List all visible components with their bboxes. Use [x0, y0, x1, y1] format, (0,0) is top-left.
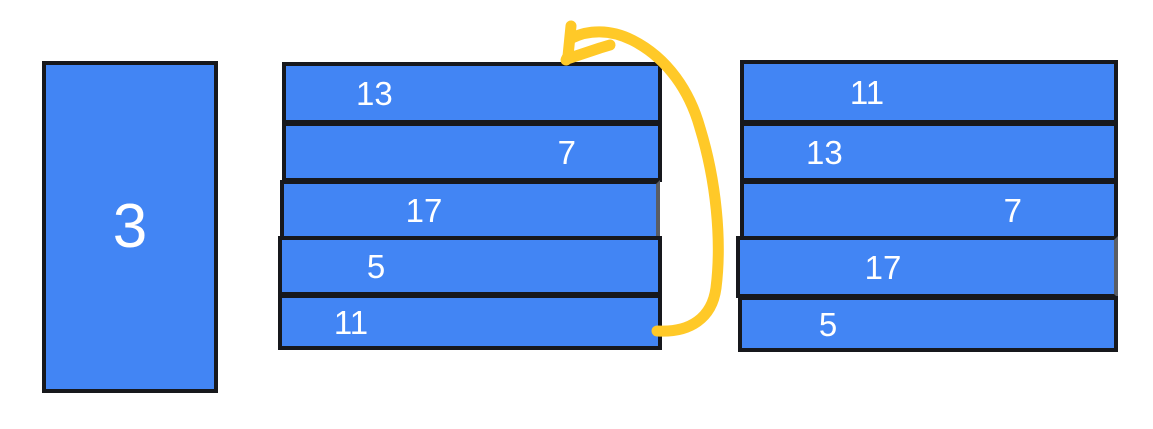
- rotate-arrow-head-lower: [561, 39, 616, 65]
- before-stack-cell-2: 17: [280, 180, 660, 240]
- cell-value: 17: [864, 248, 902, 286]
- single-block: 3: [42, 61, 218, 393]
- cell-value: 5: [366, 247, 386, 285]
- cell-value: 7: [1003, 191, 1022, 229]
- after-stack-cell-0: 11: [740, 60, 1118, 124]
- cell-value: 13: [806, 133, 843, 171]
- after-stack-cell-2: 7: [740, 180, 1118, 240]
- cell-value: 7: [557, 133, 576, 171]
- cell-value: 5: [818, 305, 838, 343]
- before-stack-cell-4: 11: [278, 294, 662, 350]
- cell-value: 13: [356, 74, 393, 112]
- after-stack-cell-1: 13: [740, 122, 1118, 182]
- after-stack-cell-3: 17: [736, 236, 1118, 298]
- before-stack-cell-3: 5: [278, 236, 662, 296]
- cell-value: 11: [849, 73, 885, 111]
- after-stack-cell-4: 5: [738, 296, 1118, 352]
- cell-value: 17: [405, 191, 443, 229]
- single-block-value: 3: [112, 192, 148, 261]
- before-stack-cell-1: 7: [282, 122, 662, 182]
- cell-value: 11: [333, 303, 369, 341]
- before-stack-cell-0: 13: [282, 62, 662, 124]
- rotate-arrow-head-upper: [560, 20, 577, 66]
